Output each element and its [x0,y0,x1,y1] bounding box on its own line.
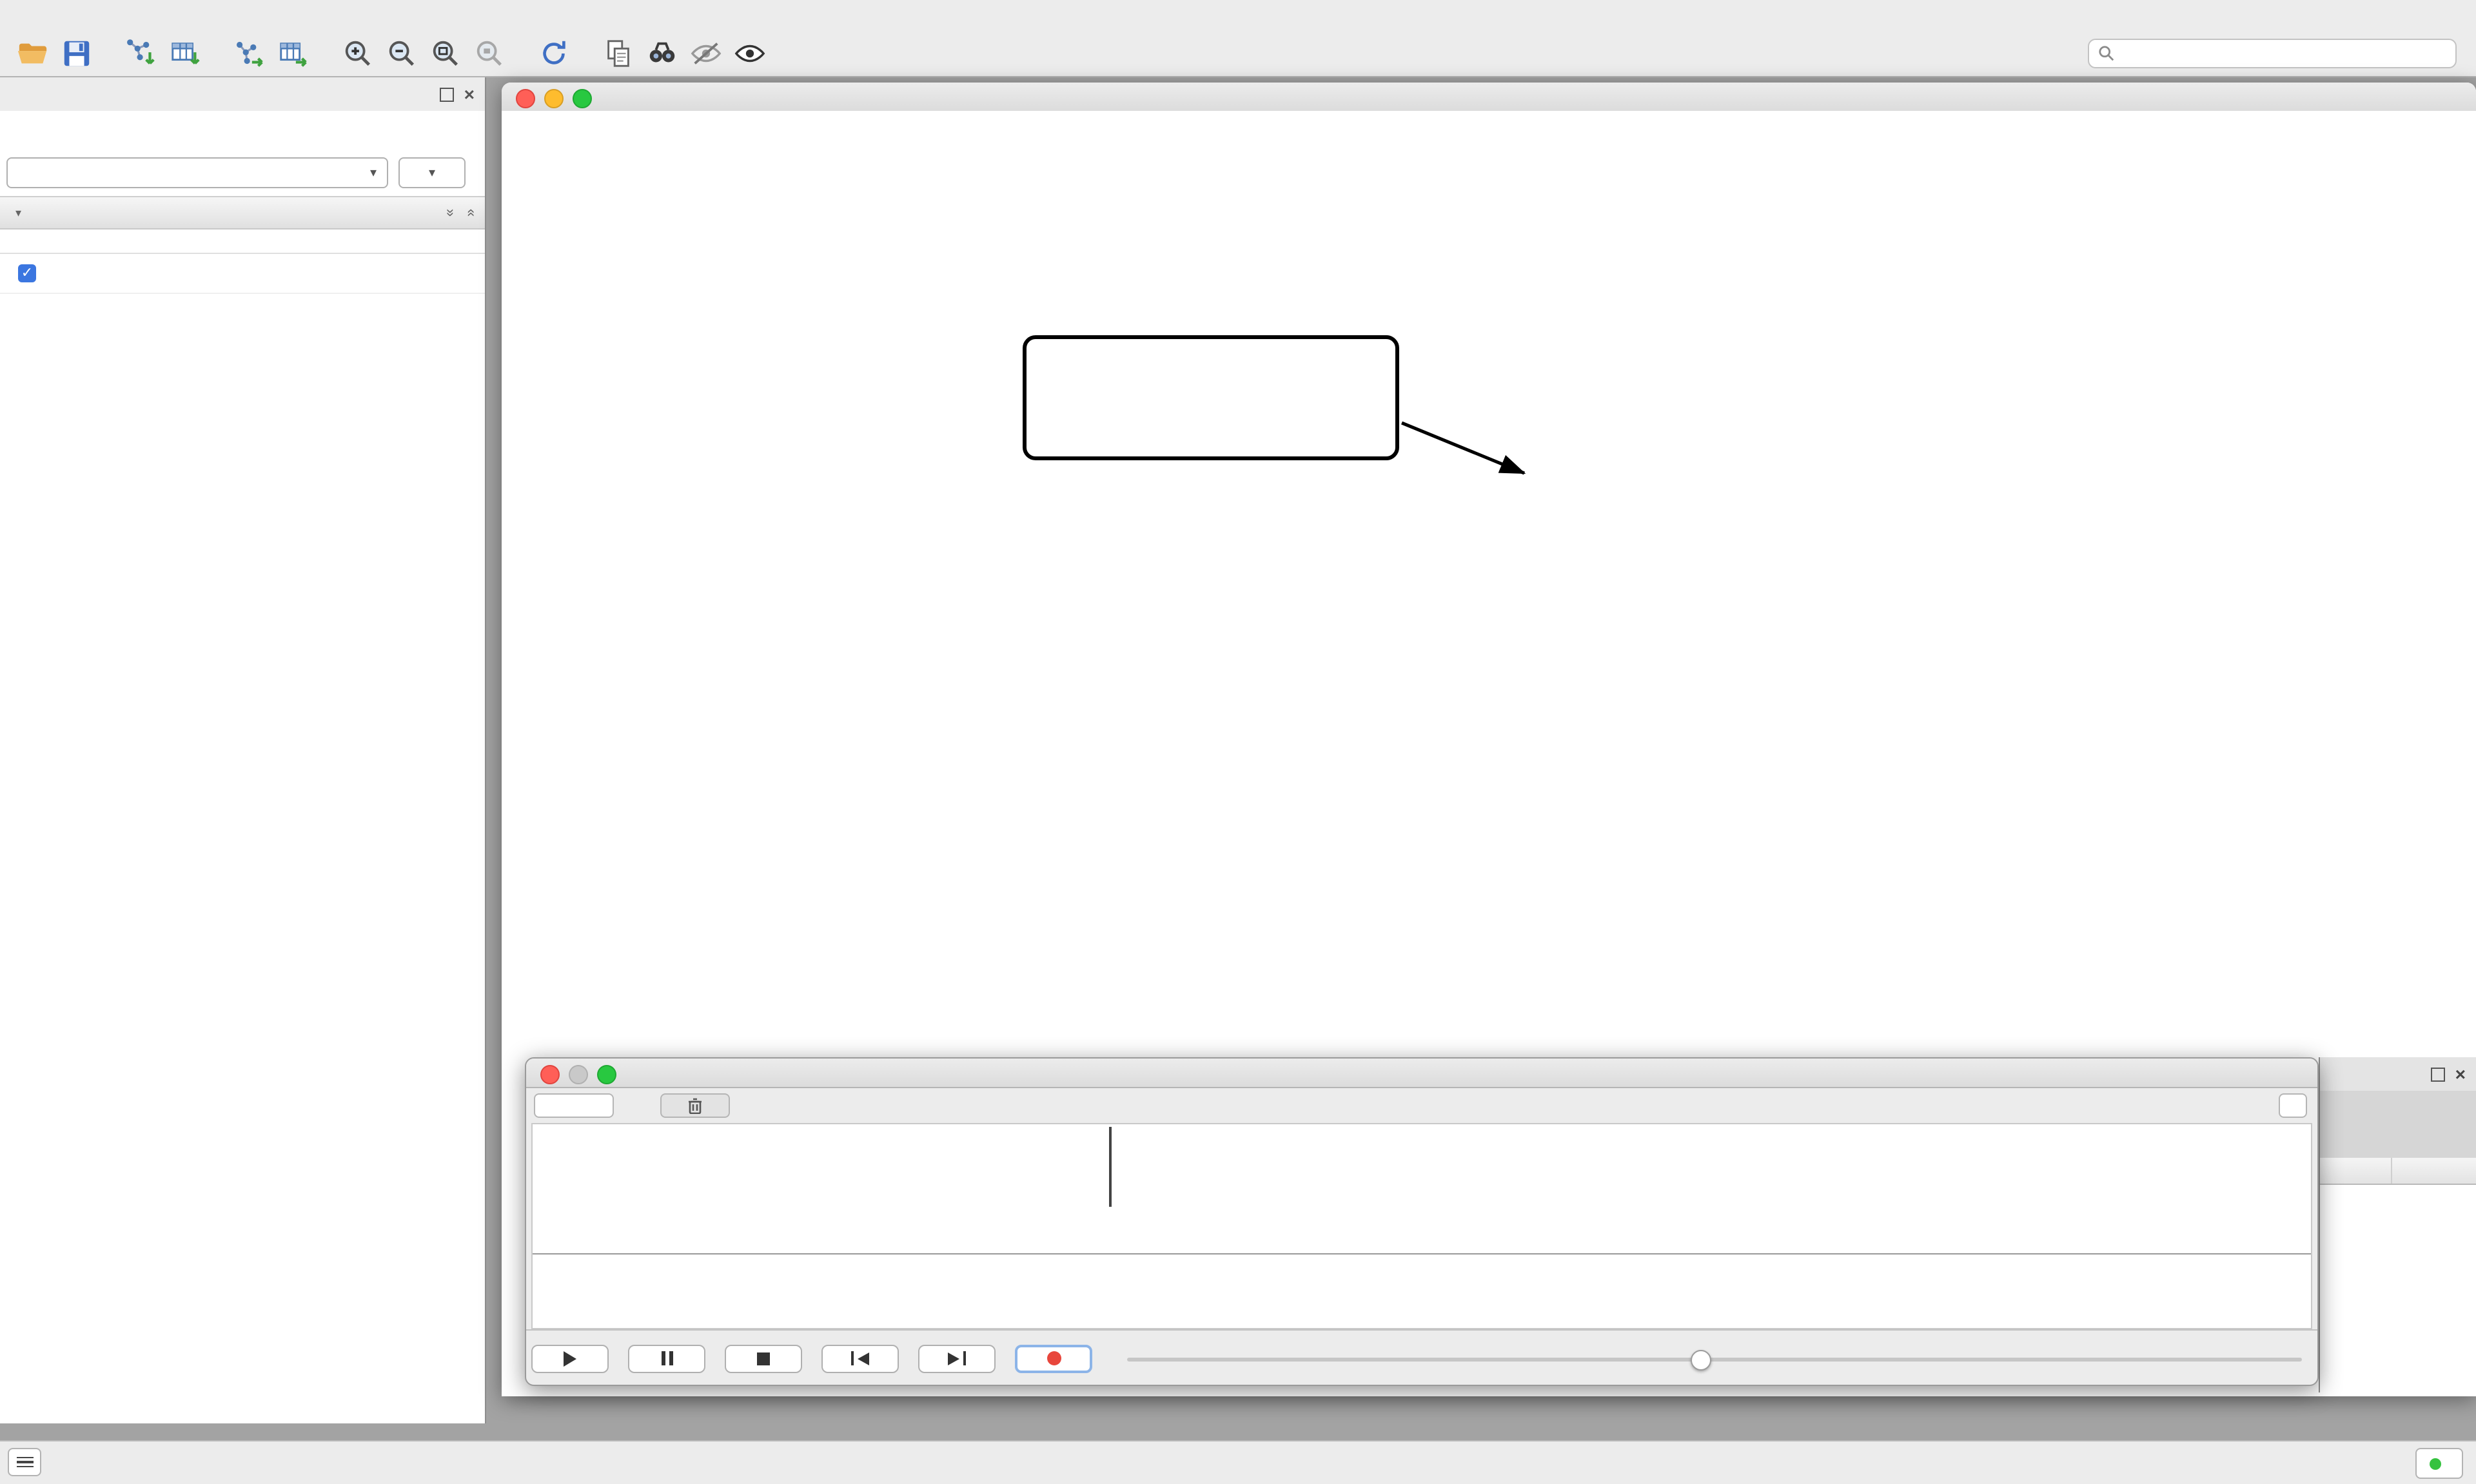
minimize-window-icon[interactable] [544,88,564,108]
control-panel: × ▾ ▾ ▾ » » ✓ [0,77,486,1423]
cyanimator-window [525,1057,2319,1386]
network-caption [889,676,1533,681]
control-panel-tabs [0,111,485,150]
play-button[interactable] [531,1344,609,1372]
cyanimator-titlebar[interactable] [526,1059,2317,1088]
chevron-down-icon: ▾ [369,166,377,180]
float-panel-icon[interactable] [439,87,454,101]
ruler-baseline [533,1253,2311,1255]
clear-all-frames-button[interactable] [2279,1093,2307,1118]
search-icon [2099,46,2114,61]
memory-button[interactable] [2415,1448,2463,1479]
memory-status-icon [2430,1458,2441,1469]
network-window-titlebar[interactable] [502,83,2476,112]
close-panel-icon[interactable]: × [464,84,475,104]
zoom-window-icon[interactable] [597,1064,616,1084]
add-frame-button[interactable] [534,1093,614,1118]
import-network-button[interactable] [119,34,162,73]
cyanimator-toolbar [526,1088,2317,1123]
app-titlebar [0,0,2476,32]
lock-size-checkbox[interactable]: ✓ [18,264,36,282]
zoom-fit-button[interactable] [423,34,467,73]
close-panel-icon[interactable]: × [2455,1064,2466,1084]
record-button[interactable] [1015,1344,1092,1372]
close-window-icon[interactable] [516,88,535,108]
expand-all-icon[interactable]: » [462,208,478,217]
minimize-window-icon[interactable] [569,1064,588,1084]
playback-controls [526,1329,2317,1386]
properties-column-headers [0,229,485,254]
results-table [2320,1158,2476,1392]
copy-button[interactable] [596,34,640,73]
save-session-button[interactable] [54,34,98,73]
main-toolbar [0,31,2476,77]
lock-size-row: ✓ [0,254,485,294]
zoom-window-icon[interactable] [573,88,592,108]
trash-icon [689,1098,702,1114]
column-divider [2391,1158,2392,1184]
zoom-in-button[interactable] [335,34,379,73]
style-combobox[interactable]: ▾ [6,157,388,188]
import-table-button[interactable] [162,34,206,73]
playhead[interactable] [1109,1127,1111,1207]
stop-button[interactable] [725,1344,802,1372]
close-window-icon[interactable] [540,1064,560,1084]
style-combo-row: ▾ ▾ [0,150,485,196]
results-table-header[interactable] [2320,1158,2476,1185]
timeline[interactable] [531,1123,2312,1329]
slider-thumb[interactable] [1691,1349,1712,1370]
export-table-button[interactable] [271,34,315,73]
control-panel-header: × [0,77,485,111]
refresh-view-button[interactable] [531,34,575,73]
annotation-box[interactable] [1023,335,1399,460]
export-network-button[interactable] [227,34,271,73]
results-panel: × [2319,1057,2476,1392]
animation-speed-slider[interactable] [1127,1344,2302,1372]
statusbar [0,1440,2476,1484]
zoom-selected-button[interactable] [467,34,511,73]
float-panel-icon[interactable] [2430,1067,2445,1081]
pause-button[interactable] [628,1344,705,1372]
skip-to-start-button[interactable] [821,1344,899,1372]
results-panel-header: × [2320,1057,2476,1091]
skip-to-end-button[interactable] [918,1344,996,1372]
properties-header-bar[interactable]: ▾ » » [0,196,485,229]
slider-track[interactable] [1127,1357,2302,1361]
search-field[interactable] [2088,39,2457,68]
collapse-all-icon[interactable]: » [442,208,458,217]
show-all-button[interactable] [727,34,771,73]
delete-frame-button[interactable] [660,1093,730,1118]
record-icon [1046,1351,1061,1365]
task-history-button[interactable] [8,1448,41,1476]
zoom-out-button[interactable] [379,34,423,73]
chevron-down-icon: ▾ [15,206,22,219]
first-neighbors-button[interactable] [640,34,683,73]
open-session-button[interactable] [10,34,54,73]
hide-selected-button[interactable] [683,34,727,73]
search-input[interactable] [2121,43,2446,64]
style-options-menu-button[interactable]: ▾ [398,157,466,188]
